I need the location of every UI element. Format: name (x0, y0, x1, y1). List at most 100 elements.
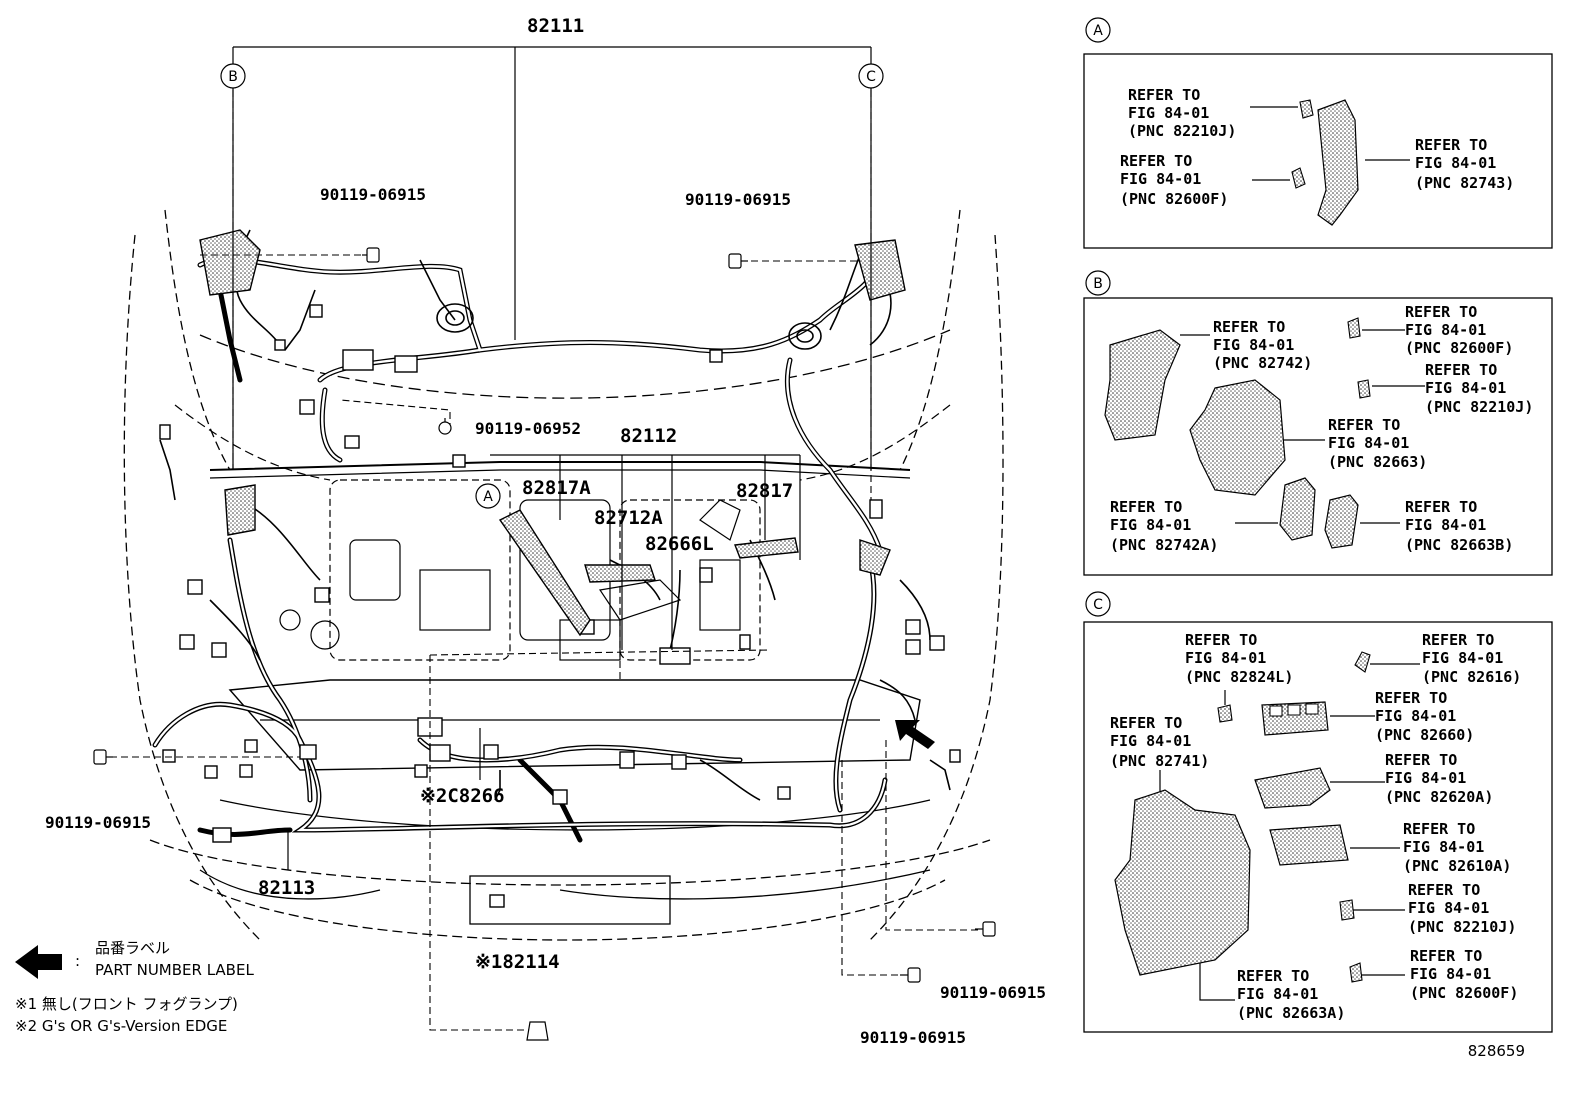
part-82742A-icon (1279, 477, 1316, 541)
callout-c: C (858, 63, 884, 89)
svg-text:FIG 84-01: FIG 84-01 (1110, 732, 1191, 750)
part-82210J-icon (1299, 99, 1314, 119)
svg-text:REFER TO: REFER TO (1375, 689, 1447, 707)
part-82663-icon (1189, 379, 1286, 496)
svg-text:(PNC 82743): (PNC 82743) (1415, 174, 1514, 192)
label-bolt-center: 90119-06952 (475, 419, 581, 438)
svg-text:(PNC 82663): (PNC 82663) (1328, 453, 1427, 471)
radiator-support (228, 679, 921, 771)
svg-text:REFER TO: REFER TO (1110, 498, 1182, 516)
leader-lines (232, 46, 872, 870)
bumper-outline (149, 839, 991, 886)
bumper-outline (189, 879, 946, 941)
body-outline (869, 234, 1004, 941)
svg-text:FIG 84-01: FIG 84-01 (1120, 170, 1201, 188)
part-82600F-icon (1347, 317, 1361, 339)
svg-text:(PNC 82742A): (PNC 82742A) (1110, 536, 1218, 554)
label-82666L: 82666L (645, 533, 714, 555)
harness-82113-wire (153, 538, 887, 832)
svg-text:FIG 84-01: FIG 84-01 (1375, 707, 1456, 725)
legend-arrow-icon (15, 945, 62, 979)
label-82112: 82112 (620, 425, 677, 447)
legend: : 品番ラベル PART NUMBER LABEL ※1 無し(フロント フォグ… (15, 939, 254, 1035)
fender-left (174, 404, 331, 481)
part-82210J-icon (1357, 379, 1371, 399)
svg-text:FIG 84-01: FIG 84-01 (1185, 649, 1266, 667)
body-outline (164, 209, 231, 471)
label-bolt-left: 90119-06915 (45, 813, 151, 832)
part-82742-icon (1104, 329, 1181, 441)
svg-text:FIG 84-01: FIG 84-01 (1405, 321, 1486, 339)
svg-text:REFER TO: REFER TO (1422, 631, 1494, 649)
panel-c-tag: C (1093, 597, 1103, 613)
panel-a-tag: A (1093, 23, 1103, 39)
panel-b-tag: B (1093, 276, 1103, 292)
legend-colon: : (75, 952, 80, 970)
dashed-leaders (110, 90, 980, 1031)
svg-text:REFER TO: REFER TO (1128, 86, 1200, 104)
label-82114: ※182114 (475, 951, 560, 973)
svg-text:REFER TO: REFER TO (1425, 361, 1497, 379)
svg-text:REFER TO: REFER TO (1408, 881, 1480, 899)
part-82743-icon (1317, 99, 1359, 226)
svg-text:REFER TO: REFER TO (1405, 498, 1477, 516)
svg-text:REFER TO: REFER TO (1403, 820, 1475, 838)
part-82210J-icon (1339, 899, 1355, 921)
part-82616-icon (1354, 651, 1371, 673)
svg-text:FIG 84-01: FIG 84-01 (1408, 899, 1489, 917)
callout-a: A (475, 483, 501, 509)
part-82600F-icon (1349, 962, 1363, 983)
svg-text:REFER TO: REFER TO (1237, 967, 1309, 985)
label-c8266: ※2C8266 (420, 785, 505, 807)
label-82817: 82817 (736, 480, 793, 502)
figure-number: 828659 (1468, 1042, 1525, 1060)
svg-text:(PNC 82616): (PNC 82616) (1422, 668, 1521, 686)
svg-text:(PNC 82660): (PNC 82660) (1375, 726, 1474, 744)
legend-note-2: ※2 G's OR G's-Version EDGE (15, 1017, 227, 1035)
label-bolt-top-right: 90119-06915 (685, 190, 791, 209)
hood-line (199, 329, 951, 399)
svg-text:FIG 84-01: FIG 84-01 (1385, 769, 1466, 787)
svg-text:FIG 84-01: FIG 84-01 (1237, 985, 1318, 1003)
relay-block-right (854, 239, 906, 301)
svg-text:REFER TO: REFER TO (1415, 136, 1487, 154)
svg-text:(PNC 82600F): (PNC 82600F) (1410, 984, 1518, 1002)
svg-text:FIG 84-01: FIG 84-01 (1415, 154, 1496, 172)
svg-text:REFER TO: REFER TO (1213, 318, 1285, 336)
body-outline (123, 234, 261, 941)
legend-note-1: ※1 無し(フロント フォグランプ) (15, 995, 238, 1013)
label-bolt-top-left: 90119-06915 (320, 185, 426, 204)
front-panel (219, 799, 931, 831)
part-82600F-icon (1291, 167, 1306, 189)
license-plate (469, 875, 671, 925)
relay-block-side (224, 484, 256, 536)
bracket-82817A (498, 509, 591, 637)
part-82824L-icon (1217, 704, 1233, 723)
svg-text:REFER TO: REFER TO (1328, 416, 1400, 434)
panel-b: B REFER TO FIG 84-01 (PNC 82742) REFER T… (1083, 270, 1553, 576)
bolt-icon (93, 247, 996, 1041)
part-label-arrow-icon (895, 720, 935, 749)
svg-text:(PNC 82210J): (PNC 82210J) (1128, 122, 1236, 140)
part-82610A-icon (1269, 824, 1349, 866)
svg-text:(PNC 82741): (PNC 82741) (1110, 752, 1209, 770)
svg-text:REFER TO: REFER TO (1405, 303, 1477, 321)
svg-text:REFER TO: REFER TO (1110, 714, 1182, 732)
bracket-82712A (584, 564, 656, 583)
svg-text:(PNC 82210J): (PNC 82210J) (1425, 398, 1533, 416)
grommets (436, 303, 822, 350)
svg-text:(PNC 82742): (PNC 82742) (1213, 354, 1312, 372)
svg-text:FIG 84-01: FIG 84-01 (1128, 104, 1209, 122)
svg-text:A: A (483, 489, 493, 505)
svg-text:(PNC 82610A): (PNC 82610A) (1403, 857, 1511, 875)
label-bolt-bottom-center: 90119-06915 (860, 1028, 966, 1047)
svg-text:C: C (866, 69, 876, 85)
body-outline (899, 209, 961, 471)
engine-bay-drawing (123, 209, 1004, 941)
label-bolt-bottom-right: 90119-06915 (940, 983, 1046, 1002)
svg-text:FIG 84-01: FIG 84-01 (1422, 649, 1503, 667)
leader-82112 (490, 454, 801, 650)
svg-text:FIG 84-01: FIG 84-01 (1410, 965, 1491, 983)
harness-82111-wire (198, 258, 882, 552)
